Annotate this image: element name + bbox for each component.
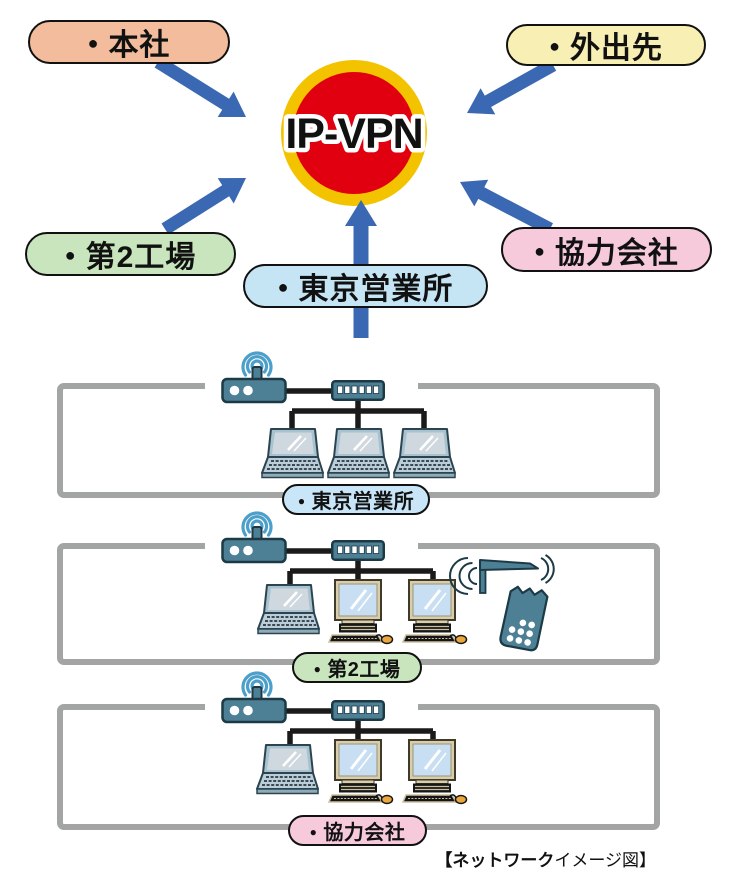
lan-hub-icon: [331, 540, 385, 561]
desktop-pc-icon: [327, 738, 394, 805]
network-pill-kyoryoku: ● 協力会社: [288, 815, 427, 846]
caption-bold: 【ネットワーク: [435, 851, 555, 870]
ip-vpn-label: IP-VPN: [285, 110, 422, 158]
wireless-router-icon: [220, 671, 288, 724]
laptop-icon: [256, 583, 321, 635]
wireless-router-icon: [220, 351, 288, 404]
ip-vpn-node: IP-VPN: [281, 60, 428, 206]
desktop-pc-icon: [327, 578, 394, 645]
arrows-layer: [154, 56, 557, 338]
lan-cable: [287, 560, 436, 586]
network-box-kyoryoku: [57, 671, 660, 830]
network-pill-dai2kojo: ● 第2工場: [292, 652, 422, 683]
bullet-icon: ●: [309, 824, 318, 839]
box-border-gap: [205, 541, 418, 551]
box-border-gap: [205, 381, 418, 391]
bullet-icon: ●: [87, 33, 100, 53]
bullet-icon: ●: [534, 240, 546, 261]
bullet-icon: ●: [297, 493, 306, 508]
network-box-dai2kojo: [57, 511, 660, 665]
bullet-icon: ●: [549, 36, 561, 56]
arrow-dai2kojo-to-vpn: [161, 178, 246, 235]
box-border-gap: [205, 702, 418, 712]
node-label: 協力会社: [554, 236, 679, 270]
node-pill-kyoryoku-gaisha: ● 協力会社: [501, 227, 712, 272]
laptop-icon: [255, 743, 320, 795]
handheld-terminal-icon: [497, 582, 551, 654]
caption-normal: イメージ図】: [554, 851, 656, 870]
node-pill-honsha: ● 本社: [28, 20, 230, 64]
laptop-icon: [326, 427, 391, 479]
network-label: 第2工場: [327, 659, 401, 681]
network-pill-tokyo: ● 東京営業所: [282, 484, 430, 515]
node-pill-gaishutsusaki: ● 外出先: [506, 24, 706, 66]
wireless-router-icon: [220, 511, 288, 564]
arrow-honsha-to-vpn: [154, 56, 246, 117]
node-pill-dai2kojo: ● 第2工場: [25, 232, 236, 276]
node-label: 本社: [108, 29, 171, 62]
lan-hub-icon: [331, 380, 385, 401]
ip-vpn-circle: [293, 72, 415, 194]
bullet-icon: ●: [313, 661, 322, 676]
node-label: 東京営業所: [298, 273, 454, 306]
network-label: 東京営業所: [311, 491, 415, 513]
arrow-kyoryoku-to-vpn: [460, 179, 553, 235]
node-label: 第2工場: [85, 241, 197, 274]
figure-caption: 【ネットワークイメージ図】: [435, 846, 656, 871]
node-pill-tokyo-eigyosho: ● 東京営業所: [243, 264, 488, 308]
node-label: 外出先: [569, 32, 663, 65]
network-box-tokyo: [57, 351, 660, 498]
arrow-gaishutsusaki-to-vpn: [467, 59, 557, 115]
bullet-icon: ●: [64, 245, 77, 265]
lan-cable: [289, 400, 427, 431]
laptop-icon: [392, 427, 457, 479]
lan-hub-icon: [331, 700, 385, 721]
lan-cable: [287, 720, 436, 746]
wireless-antenna-icon: [449, 554, 555, 595]
bullet-icon: ●: [277, 277, 290, 297]
laptop-icon: [260, 427, 325, 479]
desktop-pc-icon: [401, 738, 468, 805]
network-label: 協力会社: [323, 822, 406, 844]
